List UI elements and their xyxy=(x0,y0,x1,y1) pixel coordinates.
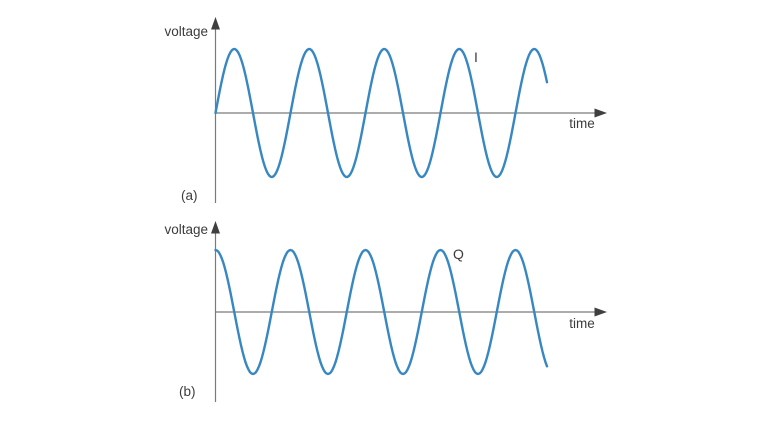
series-label-Q: Q xyxy=(453,246,464,262)
panel-label-b: (b) xyxy=(179,384,196,399)
chart-a-plot xyxy=(211,17,607,203)
y-axis-arrow-icon-a xyxy=(211,17,220,30)
x-axis-arrow-icon-b xyxy=(594,307,607,317)
y-axis-label-a: voltage xyxy=(164,24,208,39)
panel-label-a: (a) xyxy=(181,188,198,203)
chart-b-plot xyxy=(211,221,607,402)
series-label-I: I xyxy=(474,49,478,65)
chart-panel-a: voltage time I (a) xyxy=(164,17,607,203)
x-axis-arrow-icon-a xyxy=(594,108,607,118)
sine-wave-I xyxy=(214,47,549,179)
x-axis-label-b: time xyxy=(569,316,595,331)
cosine-wave-Q xyxy=(214,248,549,376)
y-axis-arrow-icon-b xyxy=(211,221,220,234)
chart-panel-b: voltage time Q (b) xyxy=(0,216,768,432)
x-axis-label-a: time xyxy=(569,116,595,131)
y-axis-label-b: voltage xyxy=(164,222,208,237)
